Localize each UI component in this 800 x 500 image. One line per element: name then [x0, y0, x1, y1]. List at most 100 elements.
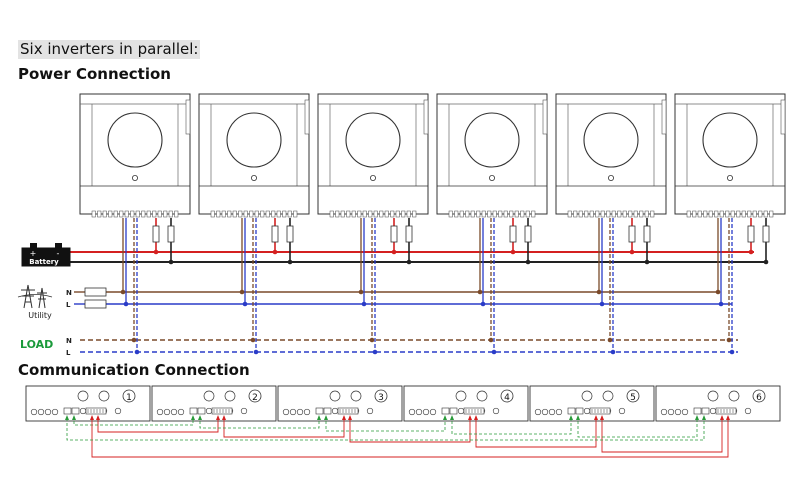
battery-terminal — [55, 243, 62, 248]
terminal-block — [271, 210, 276, 218]
cable-arrow — [216, 415, 220, 420]
terminal-block — [650, 210, 655, 218]
battery-fuse — [643, 225, 651, 243]
terminal-block — [163, 210, 168, 218]
inverter-number-circle — [500, 389, 514, 403]
terminal-block — [741, 210, 746, 218]
comm-led — [415, 408, 423, 416]
terminal-block — [238, 210, 243, 218]
comm-parallel-port — [449, 407, 458, 415]
terminal-block — [260, 210, 265, 218]
load-l-label: L — [66, 349, 71, 357]
junction-dot — [715, 289, 721, 295]
junction-dot — [406, 259, 412, 265]
terminal-block — [454, 210, 459, 218]
junction-dot — [610, 349, 616, 355]
inverter-handle — [423, 99, 429, 135]
terminal-block — [146, 210, 151, 218]
terminal-block — [600, 210, 605, 218]
cable-arrow — [443, 415, 447, 420]
battery-terminal — [30, 243, 37, 248]
comm-port-small — [618, 407, 626, 415]
junction-dot — [525, 259, 531, 265]
junction-dot — [131, 337, 137, 343]
comm-led — [534, 408, 542, 416]
terminal-block — [368, 210, 373, 218]
terminal-block — [357, 210, 362, 218]
terminal-block — [644, 210, 649, 218]
comm-led — [681, 408, 689, 416]
utility-breaker — [84, 299, 107, 309]
inverter-number-circle — [122, 389, 136, 403]
comm-led — [156, 408, 164, 416]
current-sharing-cable — [91, 416, 729, 458]
junction-dot — [361, 301, 367, 307]
terminal-block — [736, 210, 741, 218]
utility-label: Utility — [28, 311, 52, 320]
comm-port-round — [203, 390, 215, 402]
comm-parallel-port — [567, 407, 576, 415]
inverter-number-circle — [752, 389, 766, 403]
terminal-block — [293, 210, 298, 218]
junction-dot — [168, 259, 174, 265]
cable-arrow — [191, 415, 195, 420]
comm-led — [408, 408, 416, 416]
comm-led — [303, 408, 311, 416]
terminal-block — [362, 210, 367, 218]
comm-parallel-port — [71, 407, 80, 415]
junction-dot — [134, 349, 140, 355]
comm-parallel-port — [63, 407, 72, 415]
inverter-number-circle — [626, 389, 640, 403]
comm-current-share-port — [715, 407, 737, 415]
battery-plus-sign: + — [30, 249, 37, 258]
comm-parallel-port — [701, 407, 710, 415]
battery-label: Battery — [29, 258, 59, 266]
terminal-block — [390, 210, 395, 218]
inverter-display-ring — [107, 112, 163, 168]
inverter-power-button — [369, 174, 376, 181]
cable-arrow — [96, 415, 100, 420]
comm-led — [282, 408, 290, 416]
cable-arrow — [594, 415, 598, 420]
inverter-power-button — [608, 174, 615, 181]
load-n-label: N — [66, 337, 72, 345]
terminal-block — [611, 210, 616, 218]
comm-led — [44, 408, 52, 416]
comm-port-round — [98, 390, 110, 402]
terminal-block — [628, 210, 633, 218]
terminal-block — [282, 210, 287, 218]
cable-arrow — [72, 415, 76, 420]
terminal-block — [470, 210, 475, 218]
cable-arrow — [450, 415, 454, 420]
terminal-block — [395, 210, 400, 218]
utility-n-label: N — [66, 289, 72, 297]
terminal-block — [714, 210, 719, 218]
comm-port-round — [707, 390, 719, 402]
current-sharing-cable — [223, 416, 345, 438]
terminal-block — [384, 210, 389, 218]
terminal-block — [520, 210, 525, 218]
terminal-block — [102, 210, 107, 218]
terminal-block — [157, 210, 162, 218]
utility-breaker — [84, 287, 107, 297]
junction-dot — [272, 249, 278, 255]
terminal-block — [514, 210, 519, 218]
load-label: LOAD — [20, 338, 53, 351]
comm-led — [170, 408, 178, 416]
junction-dot — [510, 249, 516, 255]
terminal-block — [221, 210, 226, 218]
battery-fuse — [152, 225, 160, 243]
comm-port-small — [205, 407, 213, 415]
terminal-block — [708, 210, 713, 218]
junction-dot — [391, 249, 397, 255]
terminal-block — [97, 210, 102, 218]
terminal-block — [254, 210, 259, 218]
terminal-block — [412, 210, 417, 218]
battery-fuse — [747, 225, 755, 243]
comm-port-small — [114, 407, 122, 415]
comm-current-share-port — [85, 407, 107, 415]
comm-current-share-port — [589, 407, 611, 415]
comm-port-round — [224, 390, 236, 402]
comm-port-round — [581, 390, 593, 402]
utility-pylon-icon — [21, 284, 35, 309]
